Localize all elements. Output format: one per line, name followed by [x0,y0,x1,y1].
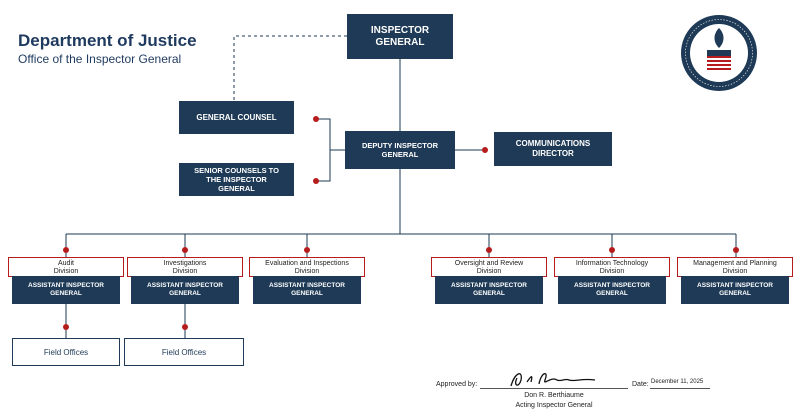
division-label-management: Management and Planning Division [677,257,793,277]
page-title: Department of Justice [18,31,197,50]
inspector-general-box: INSPECTOR GENERAL [347,14,453,59]
date-label: Date: [632,381,649,388]
division-head-oversight: ASSISTANT INSPECTOR GENERAL [435,276,543,304]
division-label-audit: Audit Division [8,257,124,277]
field-offices-audit: Field Offices [12,338,120,366]
date-line [650,388,710,389]
approval-date: December 11, 2025 [651,379,704,385]
division-head-it: ASSISTANT INSPECTOR GENERAL [558,276,666,304]
page-subtitle: Office of the Inspector General [18,52,182,66]
division-head-investigations: ASSISTANT INSPECTOR GENERAL [131,276,239,304]
field-offices-investigations: Field Offices [124,338,244,366]
division-label-investigations: Investigations Division [127,257,243,277]
division-head-management: ASSISTANT INSPECTOR GENERAL [681,276,789,304]
deputy-inspector-general-box: DEPUTY INSPECTOR GENERAL [345,131,455,169]
communications-director-box: COMMUNICATIONS DIRECTOR [494,132,612,166]
division-head-audit: ASSISTANT INSPECTOR GENERAL [12,276,120,304]
signer-title: Acting Inspector General [515,402,593,409]
division-head-evaluation: ASSISTANT INSPECTOR GENERAL [253,276,361,304]
division-label-oversight: Oversight and Review Division [431,257,547,277]
signature-line [480,388,628,389]
signer-name: Don R. Berthiaume [524,392,584,399]
approved-by-label: Approved by: [436,381,478,388]
division-label-it: Information Technology Division [554,257,670,277]
general-counsel-box: GENERAL COUNSEL [179,101,294,134]
senior-counsels-box: SENIOR COUNSELS TO THE INSPECTOR GENERAL [179,163,294,196]
division-label-evaluation: Evaluation and Inspections Division [249,257,365,277]
doj-seal-icon [680,14,758,92]
signature-image [505,368,605,390]
